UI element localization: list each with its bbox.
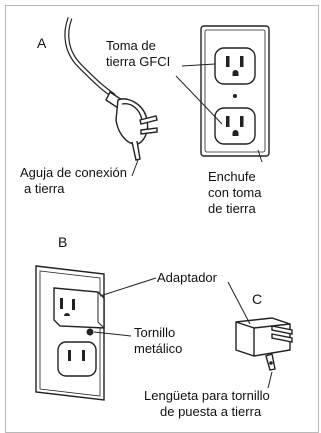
ground-tab-label-line1: Lengüeta para tornillo bbox=[144, 388, 270, 403]
ground-pin-label-line2: a tierra bbox=[24, 181, 65, 196]
adapter-illustration bbox=[235, 317, 293, 371]
grounded-outlet-label-line2: con toma bbox=[208, 185, 262, 200]
grounded-outlet-label-line1: Enchufe bbox=[208, 169, 256, 184]
adapter-on-outlet-illustration bbox=[35, 265, 105, 401]
ground-tab-label-line2: de puesta a tierra bbox=[160, 404, 262, 419]
panel-b-leader-lines bbox=[93, 277, 157, 337]
panel-a-letter: A bbox=[37, 35, 47, 51]
panel-c-letter: C bbox=[252, 291, 263, 307]
metal-screw-label-line2: metálico bbox=[134, 341, 183, 356]
gfci-label-line1: Toma de bbox=[106, 38, 156, 53]
plug-with-cord-illustration bbox=[64, 17, 158, 177]
grounded-outlet-label-line3: de tierra bbox=[208, 201, 256, 216]
adapter-label: Adaptador bbox=[157, 270, 217, 285]
metal-screw-label-line1: Tornillo bbox=[134, 325, 176, 340]
ground-pin-label-line1: Aguja de conexión bbox=[20, 165, 127, 180]
panel-b-letter: B bbox=[58, 234, 68, 250]
panel-c-leader-lines bbox=[227, 281, 273, 389]
gfci-label-line2: tierra GFCI bbox=[106, 54, 171, 69]
grounded-outlet-illustration bbox=[200, 25, 270, 157]
gfci-leader-lines bbox=[175, 63, 263, 163]
